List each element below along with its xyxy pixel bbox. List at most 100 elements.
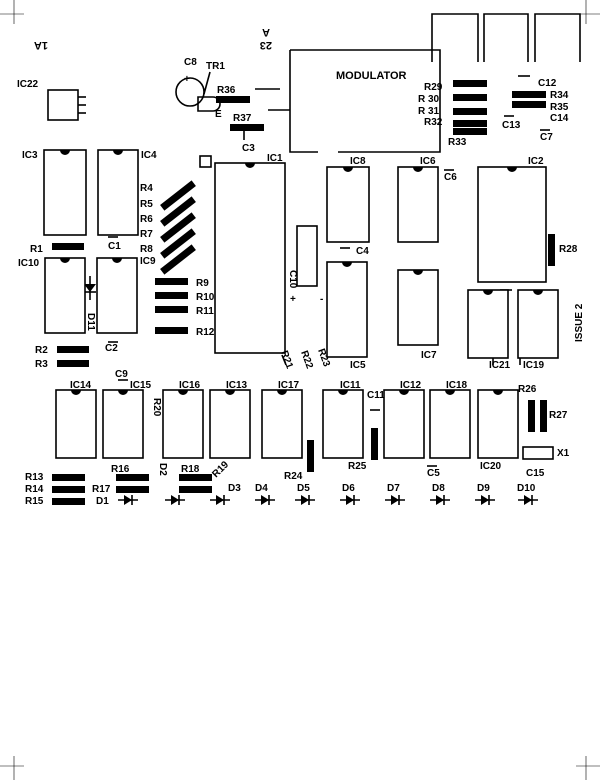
d5-symbol — [301, 495, 309, 505]
c7-label: C7 — [540, 132, 553, 143]
r28-label: R28 — [559, 244, 578, 255]
r35-body — [512, 101, 546, 108]
r33: R33 — [448, 128, 487, 148]
ic1-body — [214, 162, 286, 354]
ic5-notch — [342, 262, 352, 267]
ic16: IC16 — [162, 380, 204, 459]
top-connectors — [431, 13, 581, 77]
d3-label: D3 — [228, 483, 241, 494]
c12-label: C12 — [538, 78, 557, 89]
svg-text:-: - — [320, 294, 323, 305]
r11: R11 — [155, 306, 214, 317]
r37-label: R37 — [233, 113, 252, 124]
r34-label: R34 — [550, 90, 569, 101]
r6-label: R6 — [140, 214, 153, 225]
d10-label: D10 — [517, 483, 536, 494]
r25-label: R25 — [348, 461, 367, 472]
r34: R34 — [512, 90, 569, 101]
d6-label: D6 — [342, 483, 355, 494]
ic3-notch — [60, 150, 70, 155]
d3-symbol — [216, 495, 224, 505]
r18-body — [179, 474, 212, 481]
r7-label: R7 — [140, 229, 153, 240]
ic7: IC7 — [397, 269, 439, 361]
ic4-notch — [113, 150, 123, 155]
r6: R6 — [140, 212, 196, 243]
ic7-label: IC7 — [421, 350, 437, 361]
test-pad — [199, 155, 212, 168]
ic17: IC17 — [261, 380, 303, 459]
d9-symbol — [481, 495, 489, 505]
r4-body — [160, 180, 196, 211]
r32-label: R32 — [424, 117, 443, 128]
r13-label: R13 — [25, 472, 44, 483]
x1-label: X1 — [557, 448, 570, 459]
ic17-label: IC17 — [278, 380, 300, 391]
r9-label: R9 — [196, 278, 209, 289]
r2: R2 — [35, 345, 89, 356]
ic20-body — [477, 389, 519, 459]
ic5-body — [326, 261, 368, 358]
ic3-label: IC3 — [22, 150, 38, 161]
ic20-notch — [493, 390, 503, 395]
r27: R27 — [540, 400, 568, 432]
r17-body — [116, 486, 149, 493]
x1-crystal — [522, 446, 554, 460]
r14-label: R14 — [25, 484, 44, 495]
d8-symbol — [436, 495, 444, 505]
ic1-notch — [245, 163, 255, 168]
r9-body — [155, 278, 188, 285]
r13-body — [52, 474, 85, 481]
r15: R15 — [25, 496, 85, 507]
ic14: IC14 — [55, 380, 97, 459]
ic6-body — [397, 166, 439, 243]
r27-label: R27 — [549, 410, 568, 421]
r10: R10 — [155, 292, 215, 303]
ic2-body — [477, 166, 547, 283]
ic9-notch — [112, 258, 122, 263]
ic8: IC8 — [326, 156, 370, 243]
d5: D5 — [295, 483, 315, 505]
d4-label: D4 — [255, 483, 268, 494]
r35-label: R35 — [550, 102, 569, 113]
r32-body — [453, 120, 487, 127]
e-label: E — [215, 109, 222, 120]
ic2: IC2 — [477, 156, 547, 283]
r27-body — [540, 400, 547, 432]
r18: R18 — [179, 464, 212, 481]
c3-label: C3 — [242, 143, 255, 154]
ic1: IC1 — [214, 153, 286, 354]
r30-body — [453, 94, 487, 101]
r2-body — [57, 346, 89, 353]
ic9-body — [96, 257, 138, 334]
r12-body — [155, 327, 188, 334]
ic22-label: IC22 — [17, 79, 39, 90]
ic6-notch — [413, 167, 423, 172]
r5: R5 — [140, 196, 196, 227]
modulator-label: MODULATOR — [336, 70, 407, 82]
ic9: IC9 — [96, 256, 156, 334]
d2-diode-symbol — [171, 495, 179, 505]
ic19-body — [517, 289, 559, 359]
r31-body — [453, 108, 487, 115]
ic21: IC21 — [467, 289, 511, 371]
r8-label: R8 — [140, 244, 153, 255]
ic9-label: IC9 — [140, 256, 156, 267]
ic13-notch — [225, 390, 235, 395]
r29-body — [453, 80, 487, 87]
r3-body — [57, 360, 89, 367]
ic7-notch — [413, 270, 423, 275]
ic21-label: IC21 — [489, 360, 511, 371]
r8-body — [160, 244, 196, 275]
c5-label: C5 — [427, 468, 440, 479]
d9: D9 — [475, 483, 495, 505]
c4-label: C4 — [356, 246, 369, 257]
ic13: IC13 — [209, 380, 251, 459]
r16-label: R16 — [111, 464, 130, 475]
ic10-label: IC10 — [18, 258, 40, 269]
r25: R25 — [348, 428, 378, 472]
ic21-body — [467, 289, 509, 359]
r31-label: R 31 — [418, 106, 440, 117]
r4-label: R4 — [140, 183, 153, 194]
r1: R1 — [30, 243, 84, 255]
